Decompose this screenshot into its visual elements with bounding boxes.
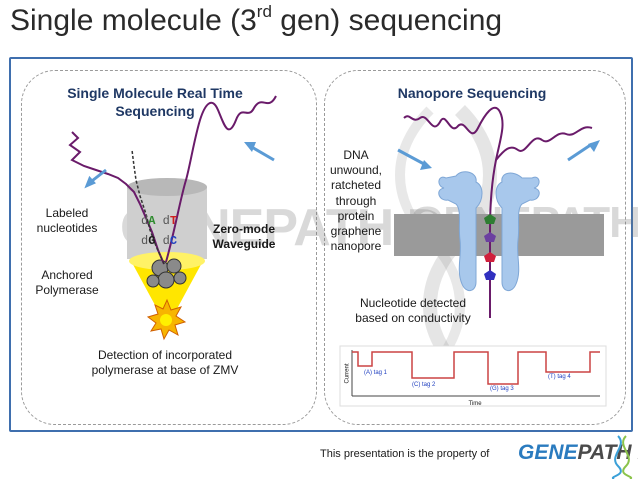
trace-xlabel: Time bbox=[468, 401, 482, 407]
detection-line2: polymerase at base of ZMV bbox=[91, 363, 239, 377]
dna-strand-single bbox=[165, 95, 277, 263]
graphene-membrane bbox=[394, 214, 604, 256]
dt-base: T bbox=[169, 214, 178, 228]
trace-tag-1: (A) tag 1 bbox=[364, 370, 388, 376]
footer-text: This presentation is the property of bbox=[320, 448, 490, 460]
labeled-nucleotides-label: Labeled nucleotides bbox=[26, 206, 108, 236]
title-text-rest: gen) sequencing bbox=[271, 4, 503, 37]
nucleotides-row1: dA dT bbox=[141, 214, 177, 228]
smrt-panel bbox=[21, 70, 317, 425]
dna-strand-nanopore-2 bbox=[495, 126, 593, 161]
da-base: A bbox=[148, 214, 156, 228]
nucleotide-purple-icon bbox=[484, 232, 496, 242]
dna-description: DNA unwound, ratcheted through protein g… bbox=[318, 148, 394, 254]
dc-prefix: d bbox=[162, 234, 170, 248]
dna-strand-primer bbox=[131, 149, 165, 265]
trace-ylabel: Current bbox=[344, 363, 351, 384]
detected-line1: Nucleotide detected bbox=[359, 296, 467, 310]
arrow-left-up-icon bbox=[84, 168, 107, 189]
title-superscript: rd bbox=[256, 2, 272, 21]
zmw-line2: Waveguide bbox=[212, 237, 276, 251]
dg-prefix: d bbox=[141, 234, 149, 248]
dg-base: G bbox=[148, 234, 156, 248]
trace-tag-4: (T) tag 4 bbox=[548, 374, 571, 380]
zmw-label: Zero-mode Waveguide bbox=[204, 222, 284, 252]
da-prefix: d bbox=[141, 214, 149, 228]
dc-base: C bbox=[169, 234, 178, 248]
trace-tag-3: (G) tag 3 bbox=[490, 386, 514, 392]
arrow-out-right-icon bbox=[567, 140, 600, 162]
nanopore-panel bbox=[324, 70, 626, 425]
smrt-heading-line2: Sequencing bbox=[115, 103, 195, 119]
dna-line: protein bbox=[337, 208, 375, 223]
dna-line: DNA bbox=[343, 148, 369, 162]
dna-line: ratcheted bbox=[330, 178, 382, 193]
arrow-into-pore-icon bbox=[397, 148, 432, 170]
anchored-polymerase-label: Anchored Polymerase bbox=[26, 268, 108, 298]
anchored-line1: Anchored bbox=[41, 268, 93, 282]
current-trace-panel bbox=[339, 345, 607, 407]
nucleotide-blue-icon bbox=[484, 270, 496, 280]
logo-part-gene: GENE bbox=[518, 441, 578, 464]
smrt-heading-line1: Single Molecule Real Time bbox=[67, 85, 243, 101]
labeled-line2: nucleotides bbox=[36, 221, 98, 235]
title-text: Single molecule (3 bbox=[10, 4, 257, 37]
nucleotide-red-icon bbox=[484, 252, 496, 262]
detection-line1: Detection of incorporated bbox=[97, 348, 233, 362]
nucleotides-row2: dG dC bbox=[141, 234, 177, 248]
nucleotide-detected-caption: Nucleotide detected based on conductivit… bbox=[338, 296, 488, 326]
smrt-heading: Single Molecule Real Time Sequencing bbox=[40, 84, 270, 120]
protein-pore-right-icon bbox=[495, 172, 540, 291]
anchored-line2: Polymerase bbox=[35, 283, 99, 297]
light-source-icon bbox=[146, 298, 187, 341]
dna-line: nanopore bbox=[330, 239, 382, 254]
dt-prefix: d bbox=[162, 214, 170, 228]
nanopore-heading: Nanopore Sequencing bbox=[397, 85, 547, 101]
arrow-right-down-icon bbox=[244, 142, 275, 162]
excitation-light-cone bbox=[130, 259, 204, 318]
trace-tag-2: (C) tag 2 bbox=[412, 382, 436, 388]
protein-pore-left-icon bbox=[438, 171, 483, 291]
nucleotide-green-icon bbox=[484, 214, 496, 224]
labeled-line1: Labeled bbox=[45, 206, 89, 220]
logo-part-path: PATH D bbox=[577, 441, 638, 464]
dna-line: unwound, bbox=[329, 163, 383, 178]
zmw-cylinder bbox=[127, 178, 207, 259]
dna-line: graphene bbox=[330, 224, 382, 239]
genepath-logo: GENEPATH D bbox=[518, 441, 638, 465]
current-trace-line bbox=[352, 351, 600, 385]
detected-line2: based on conductivity bbox=[355, 311, 471, 325]
slide-title: Single molecule (3rd gen) sequencing bbox=[10, 2, 503, 38]
zmw-line1: Zero-mode bbox=[212, 222, 275, 236]
detection-caption: Detection of incorporated polymerase at … bbox=[60, 348, 270, 378]
dna-line: through bbox=[335, 193, 377, 208]
